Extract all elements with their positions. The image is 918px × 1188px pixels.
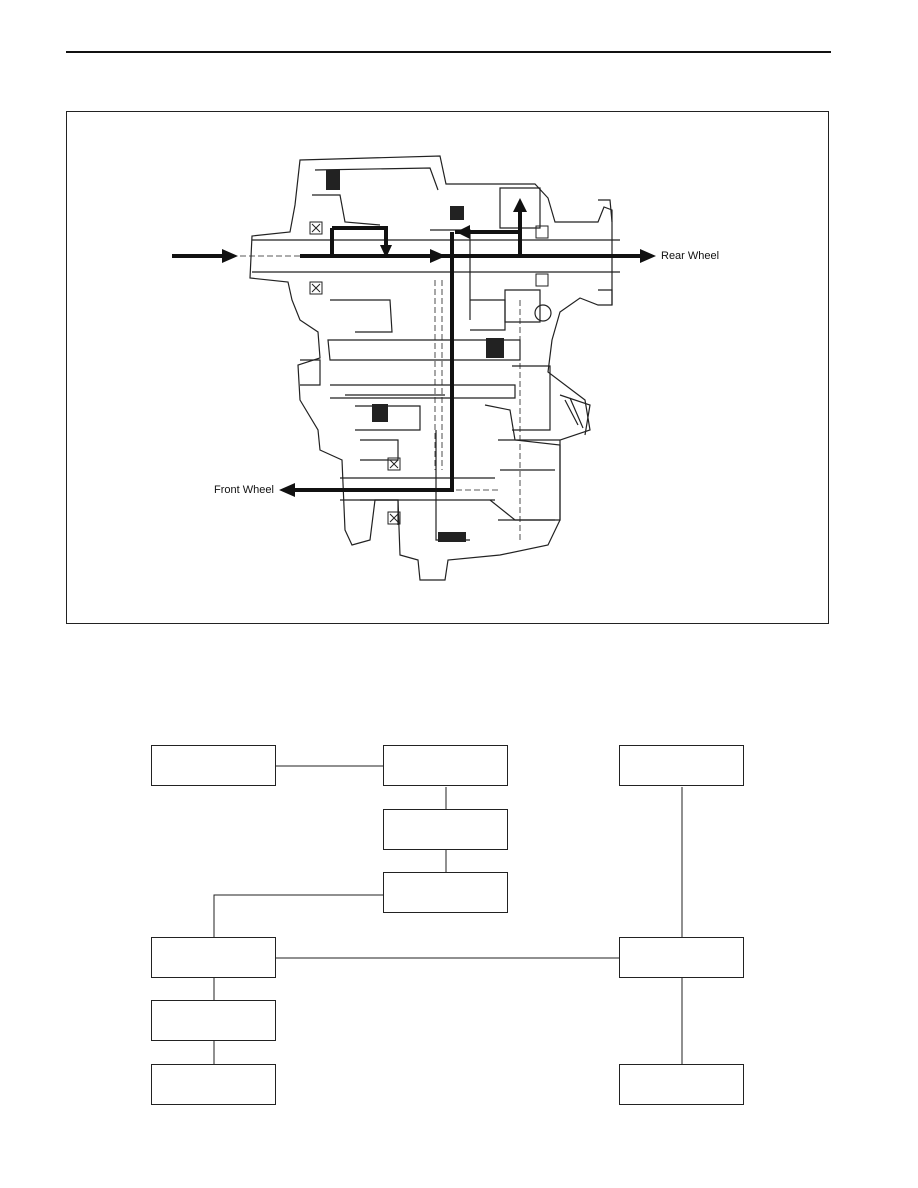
flow-box (619, 1064, 744, 1105)
flow-box (151, 745, 276, 786)
figure-frame (66, 111, 829, 624)
flow-box (383, 872, 508, 913)
rear-wheel-label: Rear Wheel (661, 250, 720, 262)
flow-box (383, 809, 508, 850)
flow-box (619, 937, 744, 978)
flow-box (151, 1064, 276, 1105)
front-wheel-label: Front Wheel (214, 484, 274, 496)
flow-box (151, 1000, 276, 1041)
flow-box (151, 937, 276, 978)
header-rule (66, 51, 831, 53)
flow-box (383, 745, 508, 786)
transfer-case-cutaway (172, 155, 656, 581)
flow-box (619, 745, 744, 786)
